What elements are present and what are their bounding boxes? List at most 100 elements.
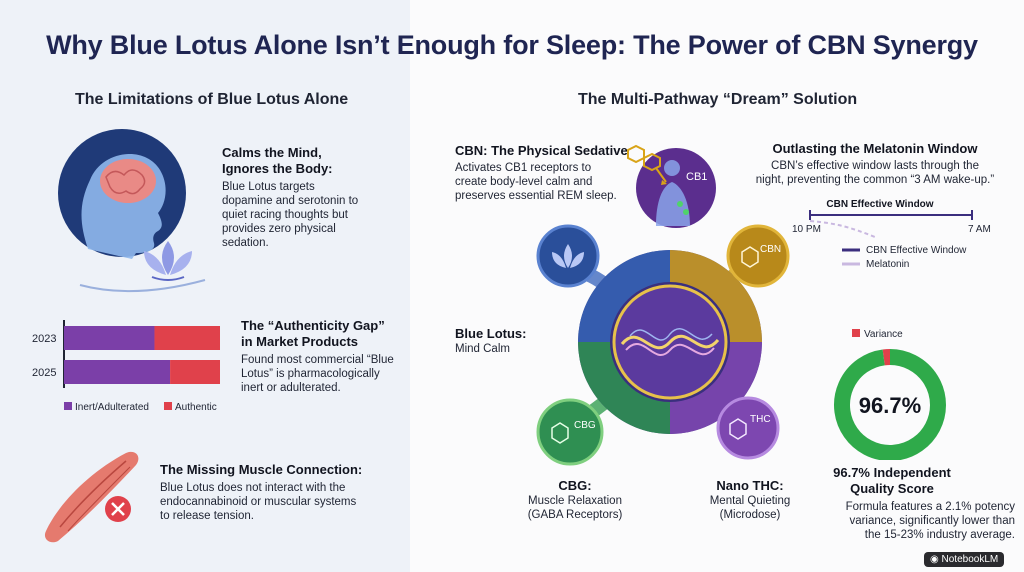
thc-label: Nano THC: Mental Quieting (Microdose) — [690, 478, 810, 522]
molecule-icon — [729, 418, 747, 440]
calms-body-line: sedation. — [222, 237, 269, 249]
quality-donut-chart: Variance 96.7% — [834, 329, 946, 460]
timeline-legend-label: CBN Effective Window — [866, 245, 967, 256]
window-block: Outlasting the Melatonin Window CBN’s ef… — [755, 141, 995, 187]
bar-category-label: 2025 — [32, 367, 56, 379]
muscle-body-line: endocannabinoid or muscular systems — [160, 496, 357, 508]
left-panel-background — [0, 0, 410, 572]
calms-body: Blue Lotus targets dopamine and serotoni… — [222, 180, 402, 250]
cbn-body: Activates CB1 receptors to create body-l… — [455, 161, 640, 203]
quality-body-line: variance, significantly lower than — [849, 515, 1015, 527]
cbg-label: CBG: Muscle Relaxation (GABA Receptors) — [505, 478, 645, 522]
window-body: CBN’s effective window lasts through the… — [755, 159, 995, 187]
page-title: Why Blue Lotus Alone Isn’t Enough for Sl… — [46, 30, 978, 60]
muscle-illustration — [44, 451, 139, 543]
donut-legend-label: Variance — [864, 329, 903, 340]
molecule-icon — [551, 422, 569, 444]
node-cbg: CBG — [536, 398, 604, 466]
synergy-diagram: CBN CBG THC — [536, 224, 790, 466]
gap-body-line: Lotus” is pharmacologically — [241, 368, 380, 380]
notebooklm-icon: ◉ — [930, 554, 942, 565]
thc-line2: (Microdose) — [719, 509, 781, 521]
legend-swatch — [64, 402, 72, 410]
molecule-icon — [627, 144, 667, 185]
donut-slice — [834, 349, 946, 460]
quality-heading: 96.7% Independent Quality Score — [812, 465, 972, 497]
quality-body-line: Formula features a 2.1% potency — [845, 501, 1015, 513]
thc-molecule-label: THC — [750, 414, 771, 425]
wave-icon — [620, 334, 720, 350]
cbn-body-line: Activates CB1 receptors to — [455, 162, 592, 174]
cb1-receptor-illustration: CB1 — [627, 144, 716, 228]
donut-legend-swatch — [852, 329, 860, 337]
blue-lotus-subtitle: Mind Calm — [455, 343, 510, 355]
lotus-icon — [552, 244, 584, 268]
muscle-icon — [44, 451, 139, 543]
left-section-title: The Limitations of Blue Lotus Alone — [75, 91, 349, 108]
calms-body-line: dopamine and serotonin to — [222, 195, 359, 207]
node-cbn: CBN — [726, 224, 790, 288]
muscle-body: Blue Lotus does not interact with the en… — [160, 481, 410, 523]
cb1-label: CB1 — [686, 171, 707, 183]
calms-heading-1: Calms the Mind, — [222, 145, 322, 160]
window-body-line: CBN’s effective window lasts through the — [771, 160, 979, 172]
head-brain-illustration — [58, 129, 206, 293]
calms-body-line: quiet racing thoughts but — [222, 209, 348, 221]
timeline-start-label: 10 PM — [792, 224, 821, 235]
calms-heading-2: Ignores the Body: — [222, 161, 333, 176]
gap-body-line: Found most commercial “Blue — [241, 354, 394, 366]
gap-heading-2: in Market Products — [241, 334, 359, 349]
notebooklm-badge: ◉ NotebookLM — [924, 552, 1005, 567]
legend-swatch — [164, 402, 172, 410]
cbn-heading: CBN: The Physical Sedative — [455, 143, 628, 158]
timeline-end-label: 7 AM — [968, 224, 991, 235]
cbn-body-line: preserves essential REM sleep. — [455, 190, 617, 202]
cbn-body-line: create body-level calm and — [455, 176, 593, 188]
quality-heading-1: 96.7% Independent — [833, 465, 951, 480]
muscle-heading: The Missing Muscle Connection: — [160, 462, 363, 477]
bar-segment — [154, 326, 220, 350]
quality-heading-2: Quality Score — [850, 481, 934, 496]
thc-line1: Mental Quieting — [709, 495, 791, 507]
gap-body: Found most commercial “Blue Lotus” is ph… — [241, 353, 411, 395]
gap-body-line: inert or adulterated. — [241, 382, 341, 394]
bar-segment — [64, 326, 155, 350]
window-body-line: night, preventing the common “3 AM wake-… — [755, 174, 995, 186]
lotus-icon — [79, 241, 206, 293]
calms-body-line: provides zero physical — [222, 223, 336, 235]
calms-block: Calms the Mind, Ignores the Body: Blue L… — [222, 145, 402, 250]
node-blue-lotus — [536, 224, 600, 288]
bar-segment — [64, 360, 171, 384]
notebooklm-label: NotebookLM — [941, 554, 999, 565]
calms-body-line: Blue Lotus targets — [222, 181, 315, 193]
window-heading: Outlasting the Melatonin Window — [772, 141, 978, 156]
cbg-molecule-label: CBG — [574, 420, 596, 431]
cbg-line2: (GABA Receptors) — [527, 509, 623, 521]
muscle-block: The Missing Muscle Connection: Blue Lotu… — [160, 462, 410, 523]
blue-lotus-label: Blue Lotus: Mind Calm — [455, 326, 527, 356]
molecule-icon — [741, 246, 759, 268]
quality-body: Formula features a 2.1% potency variance… — [815, 500, 1015, 542]
legend-label: Inert/Adulterated — [75, 402, 149, 413]
muscle-body-line: to release tension. — [160, 510, 254, 522]
bar-segment — [170, 360, 220, 384]
thc-title: Nano THC: — [716, 478, 784, 493]
bar-category-label: 2023 — [32, 333, 56, 345]
cbg-line1: Muscle Relaxation — [528, 495, 622, 507]
cbn-molecule-label: CBN — [760, 244, 781, 255]
timeline-title: CBN Effective Window — [826, 199, 933, 210]
node-nano-thc: THC — [716, 396, 780, 460]
right-section-title: The Multi-Pathway “Dream” Solution — [578, 91, 858, 108]
legend-label: Authentic — [175, 402, 217, 413]
gap-block: The “Authenticity Gap” in Market Product… — [241, 318, 411, 395]
quality-body-line: the 15-23% industry average. — [864, 529, 1015, 541]
cbg-title: CBG: — [558, 478, 592, 493]
muscle-body-line: Blue Lotus does not interact with the — [160, 482, 346, 494]
gap-heading-1: The “Authenticity Gap” — [241, 318, 385, 333]
blue-lotus-title: Blue Lotus: — [455, 326, 527, 341]
donut-center-value: 96.7% — [859, 393, 921, 418]
cbn-block: CBN: The Physical Sedative Activates CB1… — [455, 143, 640, 203]
timeline-legend-label: Melatonin — [866, 259, 909, 270]
